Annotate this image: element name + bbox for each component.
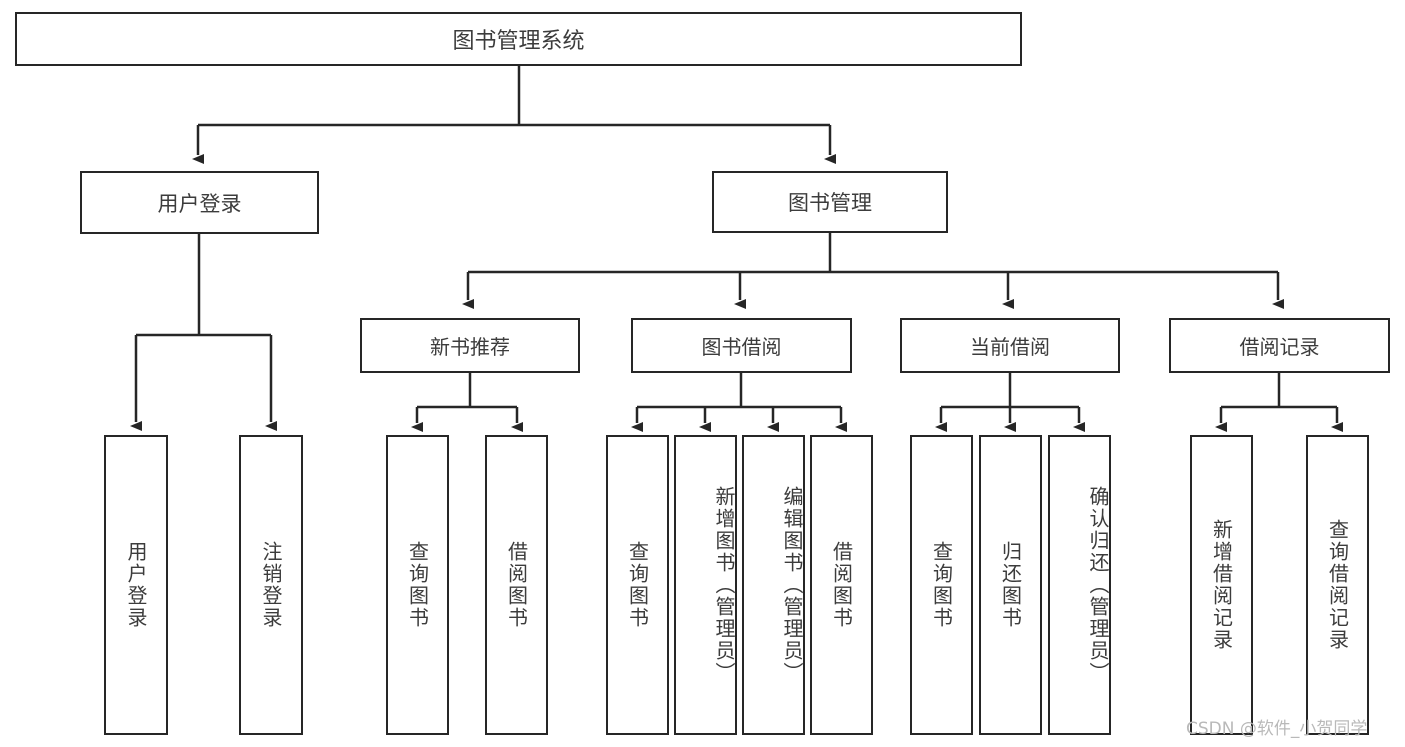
leaf-borrow-book[interactable]: 借阅图书 xyxy=(810,435,873,735)
node-borrow-record[interactable]: 借阅记录 xyxy=(1169,318,1390,373)
node-book-management[interactable]: 图书管理 xyxy=(712,171,948,233)
leaf-query-book-borrow[interactable]: 查询图书 xyxy=(606,435,669,735)
node-book-borrow[interactable]: 图书借阅 xyxy=(631,318,852,373)
leaf-query-book-recommend[interactable]: 查询图书 xyxy=(386,435,449,735)
csdn-watermark: CSDN @软件_小贺同学 xyxy=(1186,719,1368,739)
node-user-login[interactable]: 用户登录 xyxy=(80,171,319,234)
leaf-borrow-book-recommend[interactable]: 借阅图书 xyxy=(485,435,548,735)
leaf-add-book-admin[interactable]: 新增图书（管理员） xyxy=(674,435,737,735)
leaf-user-login[interactable]: 用户登录 xyxy=(104,435,168,735)
leaf-edit-book-admin[interactable]: 编辑图书（管理员） xyxy=(742,435,805,735)
leaf-add-borrow-record[interactable]: 新增借阅记录 xyxy=(1190,435,1253,735)
leaf-confirm-return-admin[interactable]: 确认归还（管理员） xyxy=(1048,435,1111,735)
leaf-query-borrow-record[interactable]: 查询借阅记录 xyxy=(1306,435,1369,735)
node-new-book-recommend[interactable]: 新书推荐 xyxy=(360,318,580,373)
leaf-return-book[interactable]: 归还图书 xyxy=(979,435,1042,735)
leaf-query-book-current[interactable]: 查询图书 xyxy=(910,435,973,735)
node-root-system[interactable]: 图书管理系统 xyxy=(15,12,1022,66)
node-current-borrow[interactable]: 当前借阅 xyxy=(900,318,1120,373)
leaf-logout[interactable]: 注销登录 xyxy=(239,435,303,735)
